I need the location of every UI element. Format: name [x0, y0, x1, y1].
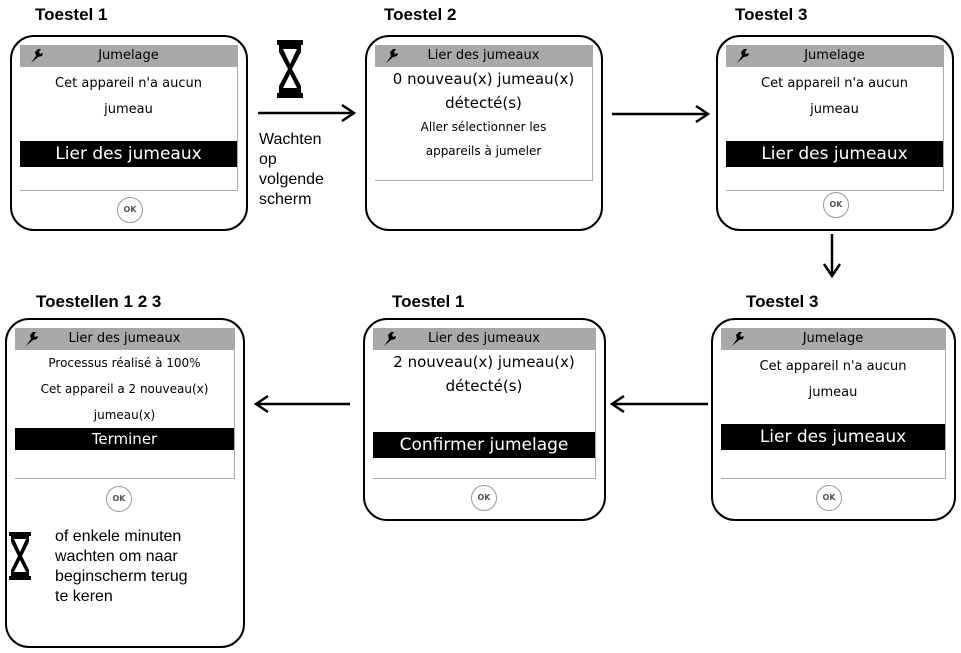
- wait-note-line1: Wachten: [259, 131, 322, 148]
- step6-device: Lier des jumeaux Processus réalisé à 100…: [5, 318, 245, 648]
- hourglass-icon: [277, 40, 303, 98]
- wrench-icon: [737, 49, 749, 63]
- step6-screen: Lier des jumeaux Processus réalisé à 100…: [15, 328, 235, 479]
- arrow-step4-to-step5: [609, 394, 708, 414]
- step4-line2: jumeau: [808, 385, 858, 400]
- step5-line1: 2 nouveau(x) jumeau(x): [393, 353, 575, 371]
- step2-line4: appareils à jumeler: [425, 144, 542, 158]
- wait-note-line2: op: [259, 151, 277, 168]
- step6-ok-button[interactable]: OK: [106, 486, 132, 512]
- step3-action-bar: Lier des jumeaux: [726, 141, 943, 167]
- arrow-step5-to-step6: [253, 394, 350, 414]
- step4-device: Jumelage Cet appareil n'a aucun jumeau L…: [711, 318, 956, 521]
- wrench-icon: [732, 332, 744, 346]
- step1-line1: Cet appareil n'a aucun: [55, 76, 202, 91]
- step6-header-text: Lier des jumeaux: [68, 331, 181, 346]
- step6-action-bar: Terminer: [15, 428, 234, 450]
- step6-line3: jumeau(x): [93, 408, 156, 422]
- step3-label: Toestel 3: [735, 5, 808, 24]
- arrow-step2-to-step3: [612, 104, 711, 124]
- step4-line1: Cet appareil n'a aucun: [759, 359, 907, 374]
- step3-header-text: Jumelage: [804, 48, 865, 63]
- step3-device: Jumelage Cet appareil n'a aucun jumeau L…: [716, 35, 954, 231]
- wait-note-line4: scherm: [259, 191, 312, 208]
- step5-header-text: Lier des jumeaux: [428, 331, 540, 346]
- step6-line2: Cet appareil a 2 nouveau(x): [40, 382, 209, 396]
- step2-header: Lier des jumeaux: [375, 45, 592, 67]
- step3-header: Jumelage: [726, 45, 943, 67]
- step2-line2: détecté(s): [445, 94, 522, 112]
- step6-label: Toestellen 1 2 3: [36, 292, 162, 311]
- step5-line2: détecté(s): [445, 377, 523, 395]
- wait-note-line3: volgende: [259, 171, 324, 188]
- step1-screen: Jumelage Cet appareil n'a aucun jumeau L…: [20, 45, 238, 191]
- step1-header: Jumelage: [20, 45, 237, 67]
- step1-line2: jumeau: [104, 102, 153, 117]
- step2-header-text: Lier des jumeaux: [427, 48, 540, 63]
- step4-screen: Jumelage Cet appareil n'a aucun jumeau L…: [721, 328, 946, 479]
- step6-header: Lier des jumeaux: [15, 328, 234, 350]
- step4-label: Toestel 3: [746, 292, 819, 311]
- arrow-step3-to-step4: [822, 234, 842, 279]
- step4-action-bar: Lier des jumeaux: [721, 424, 945, 450]
- step1-device: Jumelage Cet appareil n'a aucun jumeau L…: [10, 35, 248, 231]
- final-note-line3: beginscherm terug: [55, 568, 188, 585]
- step6-line1: Processus réalisé à 100%: [48, 356, 201, 370]
- wrench-icon: [26, 332, 38, 346]
- step3-line2: jumeau: [810, 102, 859, 117]
- wrench-icon: [31, 49, 43, 63]
- step4-ok-button[interactable]: OK: [816, 485, 842, 511]
- step1-action-bar: Lier des jumeaux: [20, 141, 237, 167]
- final-note: of enkele minuten wachten om naar begins…: [55, 527, 188, 607]
- step5-action-bar: Confirmer jumelage: [373, 432, 595, 458]
- step1-label: Toestel 1: [35, 5, 108, 24]
- hourglass-icon: [9, 532, 31, 580]
- wrench-icon: [384, 332, 396, 346]
- step2-line1: 0 nouveau(x) jumeau(x): [392, 70, 575, 88]
- arrow-step1-to-step2: [258, 103, 357, 123]
- final-note-line1: of enkele minuten: [55, 528, 182, 545]
- step4-header: Jumelage: [721, 328, 945, 350]
- step2-device: Lier des jumeaux 0 nouveau(x) jumeau(x) …: [365, 35, 603, 231]
- wait-note: Wachten op volgende scherm: [259, 130, 324, 210]
- step2-label: Toestel 2: [384, 5, 457, 24]
- step1-header-text: Jumelage: [98, 48, 159, 63]
- final-note-line4: te keren: [55, 588, 113, 605]
- step1-ok-button[interactable]: OK: [117, 197, 143, 223]
- step5-header: Lier des jumeaux: [373, 328, 595, 350]
- step3-ok-button[interactable]: OK: [823, 192, 849, 218]
- step3-line1: Cet appareil n'a aucun: [761, 76, 908, 91]
- step3-screen: Jumelage Cet appareil n'a aucun jumeau L…: [726, 45, 944, 191]
- step5-device: Lier des jumeaux 2 nouveau(x) jumeau(x) …: [363, 318, 606, 521]
- step5-label: Toestel 1: [392, 292, 465, 311]
- final-note-line2: wachten om naar: [55, 548, 178, 565]
- step5-screen: Lier des jumeaux 2 nouveau(x) jumeau(x) …: [373, 328, 596, 479]
- wrench-icon: [386, 49, 398, 63]
- step5-ok-button[interactable]: OK: [471, 485, 497, 511]
- step4-header-text: Jumelage: [802, 331, 864, 346]
- step2-screen: Lier des jumeaux 0 nouveau(x) jumeau(x) …: [375, 45, 593, 181]
- step2-line3: Aller sélectionner les: [420, 120, 547, 134]
